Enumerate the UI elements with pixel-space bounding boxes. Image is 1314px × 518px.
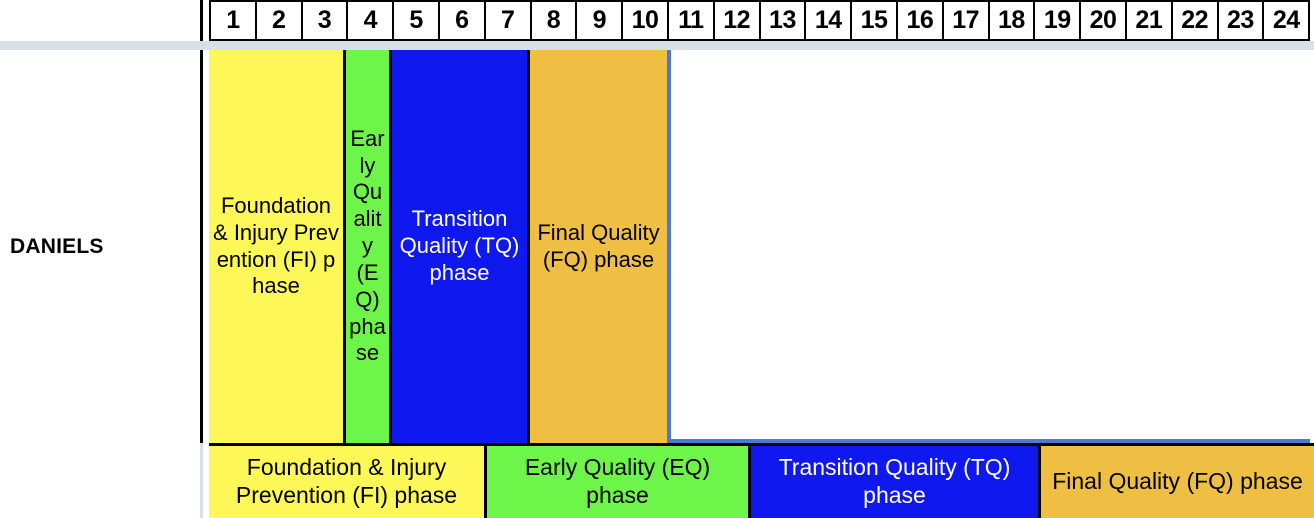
week-header-cell[interactable]: 15	[850, 2, 896, 39]
phase-bar-fi-label: Foundation & Injury Prevention (FI) phas…	[213, 192, 339, 299]
legend-item-tq[interactable]: Transition Quality (TQ) phase	[751, 446, 1041, 518]
phase-bar-eq[interactable]: Early Quality (EQ) phase	[346, 50, 392, 443]
week-header-cell[interactable]: 6	[437, 2, 484, 39]
legend-item-tq-label: Transition Quality (TQ) phase	[778, 454, 1011, 508]
week-header-cell[interactable]: 9	[575, 2, 622, 39]
week-header-cell[interactable]: 5	[392, 2, 438, 39]
phase-bar-group: Foundation & Injury Prevention (FI) phas…	[209, 50, 671, 443]
week-header-cell[interactable]: 12	[712, 2, 759, 39]
header-spacer-band	[0, 41, 1314, 50]
phase-bar-fq-label: Final Quality (FQ) phase	[537, 219, 660, 272]
week-header-cell[interactable]: 4	[346, 2, 393, 39]
week-header-cell[interactable]: 20	[1079, 2, 1125, 39]
week-header-cell[interactable]: 2	[254, 2, 301, 39]
phase-bar-fi[interactable]: Foundation & Injury Prevention (FI) phas…	[209, 50, 346, 443]
week-header-cell[interactable]: 19	[1033, 2, 1080, 39]
week-header-cell[interactable]: 8	[529, 2, 576, 39]
timeline-body: DANIELS Foundation & Injury Prevention (…	[0, 50, 1314, 443]
legend-left-divider	[200, 443, 203, 518]
legend-left-gutter	[203, 443, 209, 518]
legend-item-eq[interactable]: Early Quality (EQ) phase	[487, 446, 751, 518]
legend-item-fq[interactable]: Final Quality (FQ) phase	[1041, 446, 1314, 518]
legend-item-fq-label: Final Quality (FQ) phase	[1052, 468, 1303, 495]
week-header-cell[interactable]: 22	[1170, 2, 1217, 39]
week-header-cell[interactable]: 13	[758, 2, 805, 39]
body-left-divider	[200, 50, 203, 443]
legend-item-fi[interactable]: Foundation & Injury Prevention (FI) phas…	[209, 446, 487, 518]
week-header-cell[interactable]: 17	[941, 2, 988, 39]
week-header-cell[interactable]: 14	[804, 2, 851, 39]
week-header-cell[interactable]: 7	[483, 2, 530, 39]
week-header-cell[interactable]: 23	[1216, 2, 1263, 39]
phase-bar-tq-label: Transition Quality (TQ) phase	[399, 206, 520, 285]
phase-legend: Foundation & Injury Prevention (FI) phas…	[209, 443, 1314, 518]
week-number-header: 1 2 3 4 5 6 7 8 9 10 11 12 13 14 15 16 1…	[209, 0, 1310, 41]
week-header-cell[interactable]: 1	[209, 2, 255, 39]
phase-bar-tq[interactable]: Transition Quality (TQ) phase	[392, 50, 530, 443]
week-header-cell[interactable]: 21	[1124, 2, 1171, 39]
week-header-cell[interactable]: 18	[987, 2, 1034, 39]
week-header-cell[interactable]: 24	[1262, 2, 1309, 39]
plot-area-bottom-border	[667, 439, 1310, 443]
week-header-cell[interactable]: 16	[895, 2, 942, 39]
row-label-daniels: DANIELS	[10, 234, 104, 258]
header-left-divider	[200, 0, 203, 41]
week-header-cell[interactable]: 3	[300, 2, 347, 39]
legend-item-fi-label: Foundation & Injury Prevention (FI) phas…	[235, 454, 458, 508]
legend-item-eq-label: Early Quality (EQ) phase	[524, 454, 711, 508]
phase-bar-eq-label: Early Quality (EQ) phase	[349, 125, 386, 366]
plot-area-right-border	[667, 50, 671, 443]
phase-bar-fq[interactable]: Final Quality (FQ) phase	[530, 50, 667, 443]
week-header-cell[interactable]: 10	[621, 2, 667, 39]
week-header-cell[interactable]: 11	[666, 2, 713, 39]
